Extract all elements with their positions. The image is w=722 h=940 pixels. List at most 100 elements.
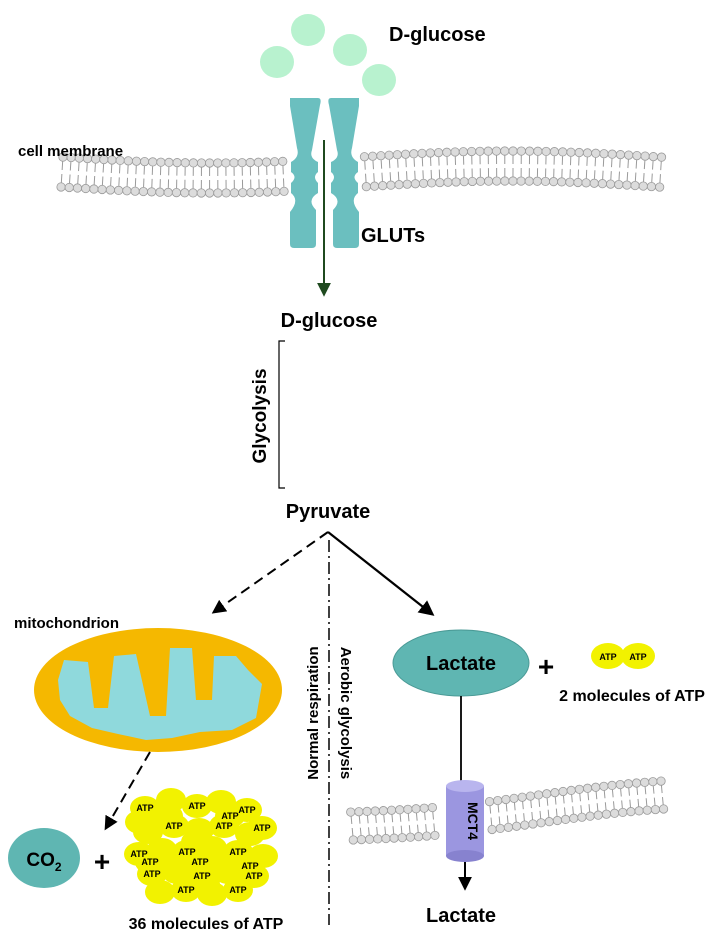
lipid-head <box>180 158 190 168</box>
lipid-head <box>418 178 429 188</box>
lipid-head <box>427 802 437 813</box>
lipid-head <box>368 151 378 161</box>
atp-token-label: ATP <box>191 857 208 867</box>
glut-transporter <box>290 98 359 248</box>
lipid-tail <box>555 808 558 817</box>
lipid-tail <box>627 159 629 169</box>
lipid-tail <box>85 175 87 185</box>
co2-subscript: 2 <box>55 860 62 874</box>
glucose-inside-label: D-glucose <box>281 310 378 332</box>
lipid-head <box>373 834 383 844</box>
atp-token-label: ATP <box>143 869 160 879</box>
pyruvate-label: Pyruvate <box>286 501 371 523</box>
lipid-head <box>114 185 124 195</box>
gluts-label: GLUTs <box>361 225 425 247</box>
atp-molecule <box>125 810 155 834</box>
mct4-bottom <box>446 850 484 862</box>
lipid-tail <box>380 160 383 169</box>
co2-base-text: CO <box>26 850 55 871</box>
lipid-tail <box>381 172 383 182</box>
lipid-tail <box>424 812 426 821</box>
lipid-head <box>577 812 587 822</box>
lipid-head <box>605 179 616 189</box>
lipid-head <box>632 150 642 161</box>
lipid-tail <box>547 809 550 818</box>
lipid-head <box>346 807 356 817</box>
atp-token-label: ATP <box>177 885 194 895</box>
lipid-head <box>384 150 394 160</box>
mitochondrion-label: mitochondrion <box>14 615 119 632</box>
lipid-head <box>419 803 429 813</box>
lipid-tail <box>60 173 63 183</box>
lipid-tail <box>660 161 662 171</box>
atp-molecule <box>185 850 215 874</box>
lactate-outside-label: Lactate <box>426 905 496 927</box>
atp-token-label: ATP <box>229 847 246 857</box>
lipid-tail <box>69 162 72 171</box>
lipid-tail <box>489 805 492 814</box>
atp-molecule <box>210 850 240 874</box>
lipid-head <box>640 151 650 161</box>
lipid-tail <box>635 160 638 169</box>
lipid-head <box>558 786 568 797</box>
extracellular-glucose-molecules <box>260 14 396 96</box>
lipid-head <box>378 806 388 816</box>
lipid-tail <box>351 827 354 836</box>
lipid-tail <box>388 159 391 169</box>
lipid-head <box>81 183 91 194</box>
lipid-head <box>442 147 452 157</box>
atp-molecule <box>182 794 212 818</box>
lipid-head <box>566 785 576 795</box>
lipid-head <box>615 150 626 160</box>
atp-token-label: ATP <box>599 652 616 662</box>
lipid-head <box>582 783 593 793</box>
lipid-tail <box>651 173 653 183</box>
atp-molecule <box>621 643 655 669</box>
lipid-tail <box>497 804 500 813</box>
lipid-tail <box>372 160 374 170</box>
cell-membrane-label: cell membrane <box>18 143 123 160</box>
lipid-head <box>533 146 543 156</box>
lipid-head <box>270 157 280 167</box>
lipid-head <box>550 788 560 798</box>
plus-right: + <box>538 651 554 682</box>
lipid-tail <box>596 803 599 812</box>
lipid-head <box>591 148 601 158</box>
lipid-head <box>484 796 495 807</box>
lipid-head <box>609 808 620 818</box>
lipid-head <box>138 186 148 197</box>
lipid-head <box>123 156 133 166</box>
lipid-tail <box>604 802 607 811</box>
lipid-head <box>245 157 255 168</box>
cell-membrane-bilayer <box>56 146 667 198</box>
lipid-head <box>148 157 158 167</box>
lipid-head <box>500 176 510 186</box>
lipid-head <box>147 187 157 197</box>
mct4-body <box>446 786 484 856</box>
lipid-tail <box>86 163 88 172</box>
lipid-head <box>566 147 576 157</box>
lipid-head <box>511 821 522 831</box>
lipid-tail <box>94 163 96 173</box>
lipid-head <box>397 833 407 843</box>
atp-token-label: ATP <box>245 871 262 881</box>
lipid-head <box>615 779 625 790</box>
mitochondrion-cristae <box>58 648 262 740</box>
lipid-head <box>458 147 468 157</box>
lipid-head <box>574 784 584 794</box>
lipid-head <box>64 182 74 193</box>
lipid-head <box>540 176 551 187</box>
lipid-tail <box>571 794 573 803</box>
lipid-head <box>631 778 642 788</box>
to-mitochondrion-arrow <box>211 531 329 614</box>
lipid-head <box>237 158 247 168</box>
lipid-head <box>475 146 485 156</box>
glut-right-subunit <box>328 98 359 248</box>
lipid-head <box>503 822 514 832</box>
lipid-head <box>574 147 584 158</box>
lipid-head <box>394 180 404 190</box>
lipid-head <box>557 177 567 187</box>
lipid-head <box>414 832 424 842</box>
lipid-head <box>410 179 420 189</box>
